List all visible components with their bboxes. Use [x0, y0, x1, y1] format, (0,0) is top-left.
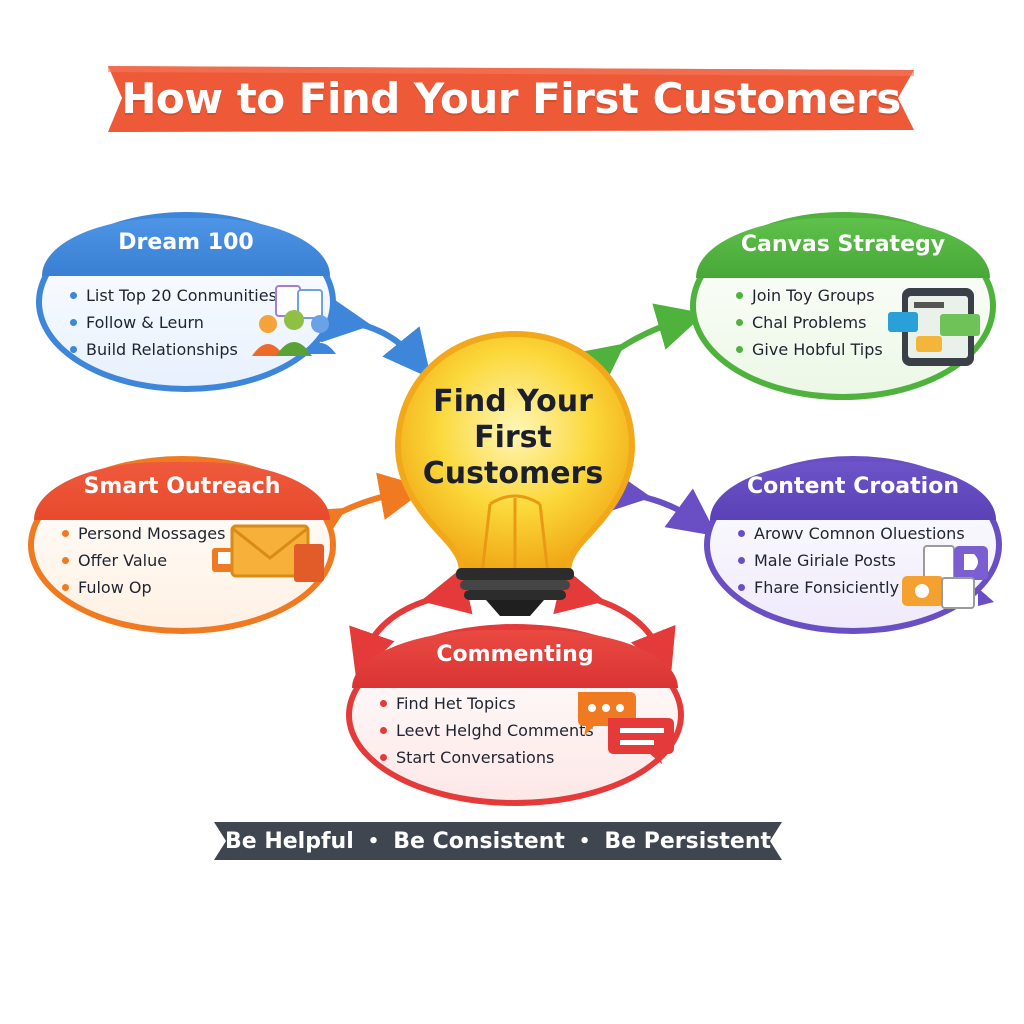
- tagline-separator: •: [367, 830, 380, 852]
- list-item: Fhare Fonsiciently: [738, 574, 965, 601]
- chat-bubbles-icon: [578, 692, 674, 764]
- card-list: List Top 20 Conmunities Follow & Leurn B…: [70, 282, 277, 363]
- arrow-comment-right: [553, 567, 676, 679]
- list-item: Find Het Topics: [380, 690, 594, 717]
- tagline-item: Be Consistent: [393, 828, 565, 854]
- card-title: Commenting: [436, 642, 594, 667]
- lightbulb-icon: [394, 330, 636, 616]
- list-item: Chal Problems: [736, 309, 883, 336]
- tagline-item: Be Persistent: [604, 828, 771, 854]
- card-dream-100: Dream 100 List Top 20 Conmunities Follow…: [36, 212, 336, 392]
- list-item: Male Giriale Posts: [738, 547, 965, 574]
- list-item: Fulow Op: [62, 574, 225, 601]
- list-item: Give Hobful Tips: [736, 336, 883, 363]
- card-title: Content Croation: [747, 474, 959, 499]
- arrow-dream: [320, 294, 432, 379]
- list-item: Offer Value: [62, 547, 225, 574]
- tablet-chat-icon: [888, 288, 980, 366]
- card-content-creation: Content Croation Arowv Comnon Oluestions…: [704, 456, 1002, 634]
- center-line-3: Customers: [422, 456, 604, 491]
- card-title: Dream 100: [118, 230, 254, 255]
- card-smart-outreach: Smart Outreach Persond Mossages Offer Va…: [28, 456, 336, 634]
- arrow-content: [600, 466, 718, 537]
- list-item: List Top 20 Conmunities: [70, 282, 277, 309]
- list-item: Arowv Comnon Oluestions: [738, 520, 965, 547]
- card-canvas-strategy: Canvas Strategy Join Toy Groups Chal Pro…: [690, 212, 996, 400]
- tagline-ribbon: [214, 822, 782, 860]
- card-list: Persond Mossages Offer Value Fulow Op: [62, 520, 225, 601]
- list-item: Join Toy Groups: [736, 282, 883, 309]
- envelope-icon: [212, 524, 324, 582]
- card-commenting: Commenting Find Het Topics Leevt Helghd …: [346, 624, 684, 806]
- card-title: Canvas Strategy: [740, 232, 946, 257]
- list-item: Follow & Leurn: [70, 309, 277, 336]
- tagline-item: Be Helpful: [225, 828, 354, 854]
- card-list: Arowv Comnon Oluestions Male Giriale Pos…: [738, 520, 965, 601]
- list-item: Persond Mossages: [62, 520, 225, 547]
- tagline-separator: •: [578, 830, 591, 852]
- center-title: Find Your First Customers: [400, 384, 626, 492]
- center-line-1: Find Your: [433, 384, 593, 419]
- tagline: Be Helpful • Be Consistent • Be Persiste…: [214, 820, 782, 862]
- arrow-outreach: [293, 472, 428, 553]
- arrow-comment-left: [349, 567, 473, 679]
- page-title: How to Find Your First Customers: [121, 73, 901, 123]
- center-line-2: First: [474, 420, 552, 455]
- content-posts-icon: [902, 545, 994, 609]
- card-list: Join Toy Groups Chal Problems Give Hobfu…: [736, 282, 883, 363]
- list-item: Start Conversations: [380, 744, 594, 771]
- list-item: Build Relationships: [70, 336, 277, 363]
- list-item: Leevt Helghd Comments: [380, 717, 594, 744]
- people-group-icon: [252, 285, 336, 356]
- title-ribbon: [108, 66, 914, 132]
- card-title: Smart Outreach: [83, 474, 281, 499]
- arrow-canvas: [572, 303, 706, 392]
- card-list: Find Het Topics Leevt Helghd Comments St…: [380, 690, 594, 771]
